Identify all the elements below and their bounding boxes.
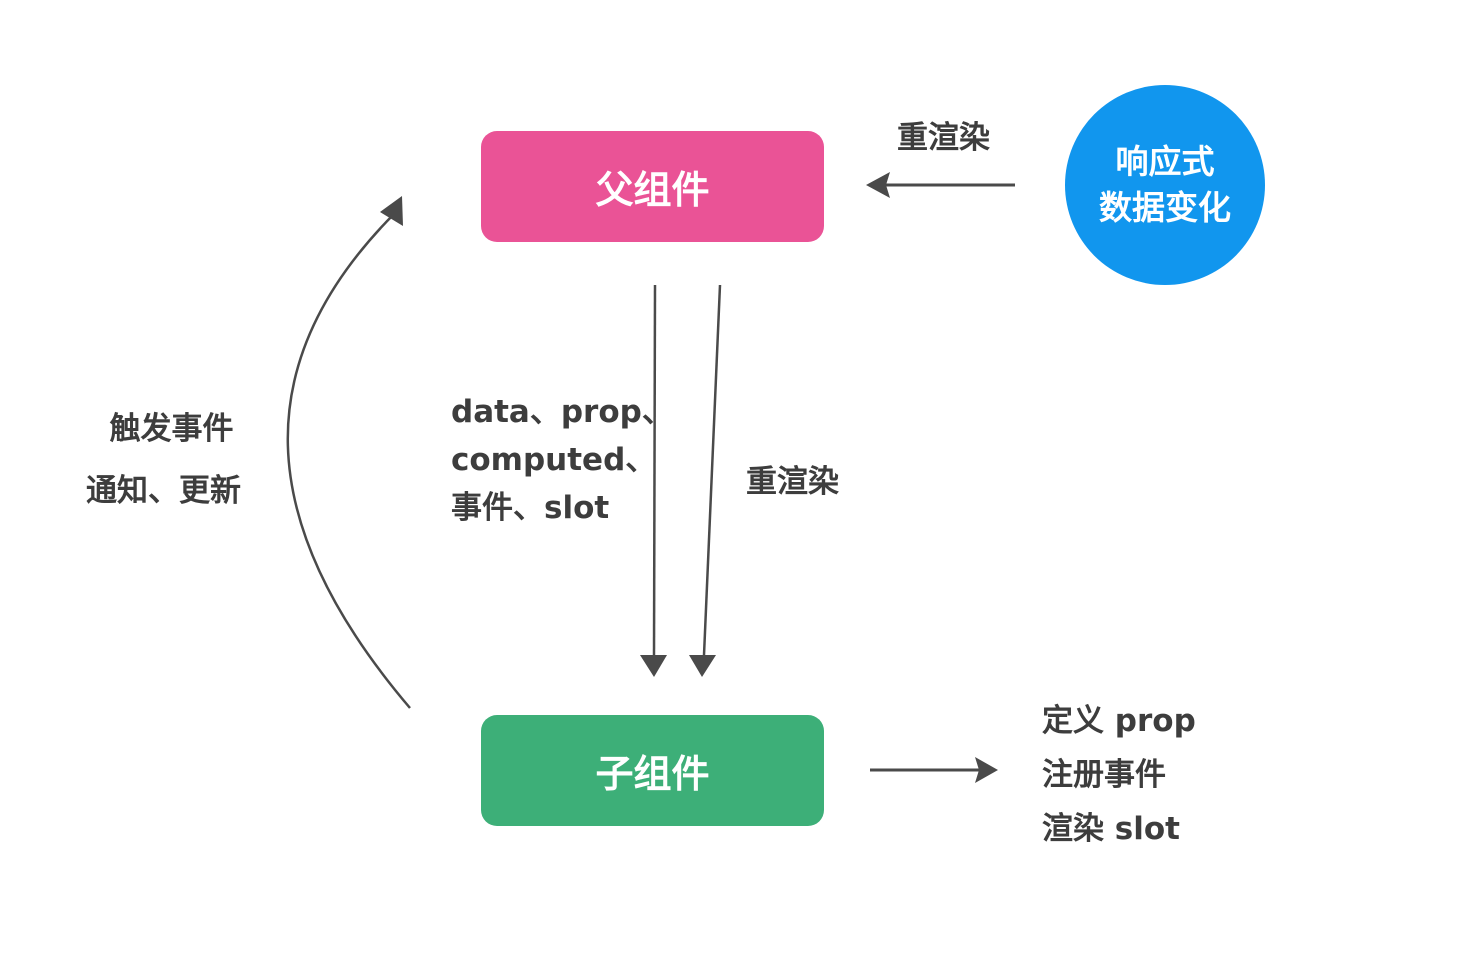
label-notify-update: 通知、更新 [86, 473, 241, 509]
arrowhead-reactive-to-parent [866, 172, 890, 198]
arrowhead-child-output [975, 757, 998, 783]
arrowhead-child-to-parent [380, 196, 403, 226]
label-reactive-to-parent: 重渲染 [897, 120, 990, 156]
label-render-slot: 渲染 slot [1042, 811, 1180, 847]
child-component-label: 子组件 [595, 752, 710, 796]
arrowhead-parent-to-child-data [640, 655, 667, 677]
label-trigger-event: 触发事件 [109, 411, 234, 447]
label-data-line1: data、prop、 [451, 394, 673, 430]
parent-component-label: 父组件 [595, 168, 710, 212]
label-data-line2: computed、 [451, 442, 657, 478]
label-data-line3: 事件、slot [451, 490, 610, 526]
arrow-parent-to-child-data [652, 284, 657, 656]
label-child-to-parent: 触发事件 通知、更新 [86, 398, 241, 522]
label-define-prop: 定义 prop [1042, 703, 1196, 739]
reactive-label-line2: 数据变化 [1099, 188, 1231, 227]
label-register-event: 注册事件 [1042, 757, 1166, 793]
arrow-child-to-parent [286, 214, 411, 709]
parent-component-node: 父组件 [481, 131, 824, 242]
reactive-data-change-node: 响应式 数据变化 [1065, 85, 1265, 285]
reactive-label-line1: 响应式 [1115, 142, 1215, 181]
label-child-output: 定义 prop 注册事件 渲染 slot [1042, 694, 1196, 856]
label-parent-to-child-render: 重渲染 [746, 464, 839, 500]
arrowhead-parent-to-child-render [689, 655, 716, 677]
arrow-parent-to-child-render [702, 284, 722, 656]
label-parent-to-child-data: data、prop、 computed、 事件、slot [451, 388, 673, 532]
child-component-node: 子组件 [481, 715, 824, 826]
